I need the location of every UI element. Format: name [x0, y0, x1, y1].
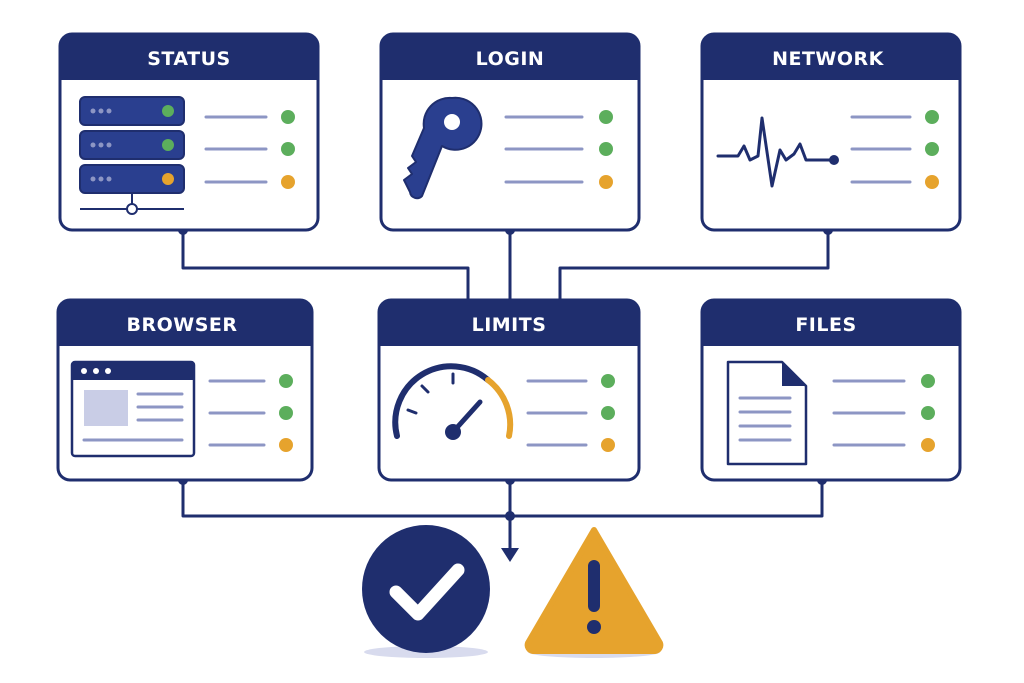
panel-browser: BROWSER: [56, 298, 314, 482]
speedometer-icon: [392, 363, 514, 440]
browser-window-icon: [70, 360, 196, 458]
panel-files: FILES: [700, 298, 962, 482]
status-indicator: [601, 406, 615, 420]
checkmark-icon: [389, 563, 465, 621]
panel-login: LOGIN: [379, 32, 641, 232]
status-indicator: [279, 406, 293, 420]
status-indicator: [921, 374, 935, 388]
status-list: [204, 115, 268, 184]
exclamation-dot-icon: [587, 620, 601, 634]
panel-title: BROWSER: [126, 314, 237, 336]
outcome-pass: [362, 525, 490, 658]
checkmark-circle-icon: [362, 525, 490, 653]
panel-limits: LIMITS: [377, 298, 641, 482]
status-indicator: [279, 438, 293, 452]
connector-network-limits: [558, 230, 830, 300]
panel-header: [702, 34, 960, 80]
panel-title: LIMITS: [472, 314, 547, 336]
arrow-head-icon: [501, 548, 519, 562]
panel-header: [381, 34, 639, 80]
status-indicator: [279, 374, 293, 388]
panel-title: LOGIN: [476, 48, 545, 70]
panel-title: FILES: [795, 314, 856, 336]
panel-network: NETWORK: [700, 32, 962, 232]
status-indicator: [925, 175, 939, 189]
panel-header: [60, 34, 318, 80]
login-list: [504, 115, 584, 184]
heartbeat-icon: [716, 116, 839, 188]
status-indicator: [921, 438, 935, 452]
status-indicator: [281, 175, 295, 189]
status-indicator: [599, 142, 613, 156]
status-indicator: [281, 110, 295, 124]
panel-header: [58, 300, 312, 346]
exclamation-mark-icon: [588, 560, 600, 612]
status-indicator: [925, 110, 939, 124]
browser-list: [208, 379, 266, 447]
panel-header: [379, 300, 639, 346]
status-indicator: [921, 406, 935, 420]
limits-list: [526, 379, 588, 447]
key-icon: [403, 96, 483, 200]
server-stack-icon: [79, 96, 185, 215]
status-indicator: [925, 142, 939, 156]
status-indicator: [601, 374, 615, 388]
network-list: [850, 115, 912, 184]
connector-bottom-bus: [181, 480, 824, 518]
files-list: [832, 379, 906, 447]
panel-header: [702, 300, 960, 346]
status-indicator: [599, 175, 613, 189]
status-indicator: [281, 142, 295, 156]
status-indicator: [601, 438, 615, 452]
panel-status: STATUS: [58, 32, 320, 232]
connector-status-limits: [181, 230, 470, 300]
document-icon: [726, 360, 808, 466]
panel-title: NETWORK: [772, 48, 885, 70]
outcome-warn: [524, 527, 664, 658]
panel-title: STATUS: [147, 48, 230, 70]
status-indicator: [599, 110, 613, 124]
